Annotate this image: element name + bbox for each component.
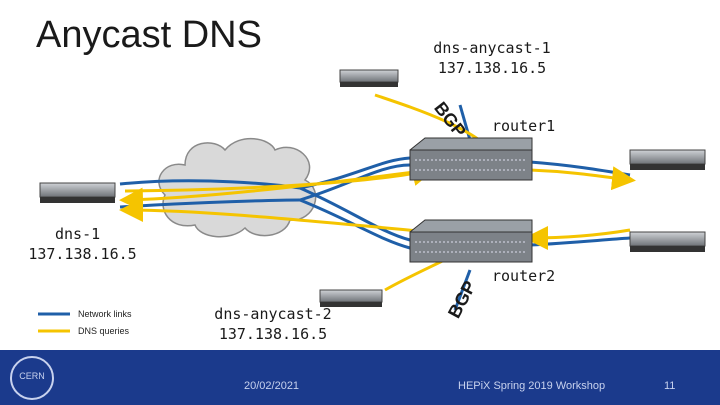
router2-label: router2 xyxy=(492,267,556,285)
anycast1-ip: 137.138.16.5 xyxy=(437,59,547,77)
anycast1-name: dns-anycast-1 xyxy=(433,39,551,57)
router1-label: router1 xyxy=(492,117,556,135)
anycast2-ip: 137.138.16.5 xyxy=(218,325,328,343)
router2-device xyxy=(409,219,533,263)
server-right-top xyxy=(629,149,706,170)
cern-logo-icon: CERN xyxy=(10,356,54,400)
legend-dns-text: DNS queries xyxy=(78,326,130,336)
dns1-name: dns-1 xyxy=(55,225,101,243)
footer-page-number: 11 xyxy=(664,380,676,392)
footer-event: HEPiX Spring 2019 Workshop xyxy=(458,380,606,392)
dns1-ip: 137.138.16.5 xyxy=(28,245,137,263)
footer-date: 20/02/2021 xyxy=(244,380,300,392)
router1-device xyxy=(409,137,533,181)
footer-bar: CERN 20/02/2021 HEPiX Spring 2019 Worksh… xyxy=(0,350,720,405)
server-dns-1 xyxy=(39,182,116,203)
server-right-bottom xyxy=(629,231,706,252)
slide-title: Anycast DNS xyxy=(36,14,262,56)
server-anycast-2 xyxy=(319,289,383,307)
dns1-label: dns-1 137.138.16.5 xyxy=(15,224,150,264)
network-links xyxy=(119,104,631,311)
anycast2-name: dns-anycast-2 xyxy=(214,305,332,323)
server-anycast-1 xyxy=(339,69,399,87)
anycast2-label: dns-anycast-2 137.138.16.5 xyxy=(198,304,348,344)
anycast1-label: dns-anycast-1 137.138.16.5 xyxy=(412,38,572,78)
legend-network-text: Network links xyxy=(78,309,132,319)
dns-queries xyxy=(119,93,636,292)
